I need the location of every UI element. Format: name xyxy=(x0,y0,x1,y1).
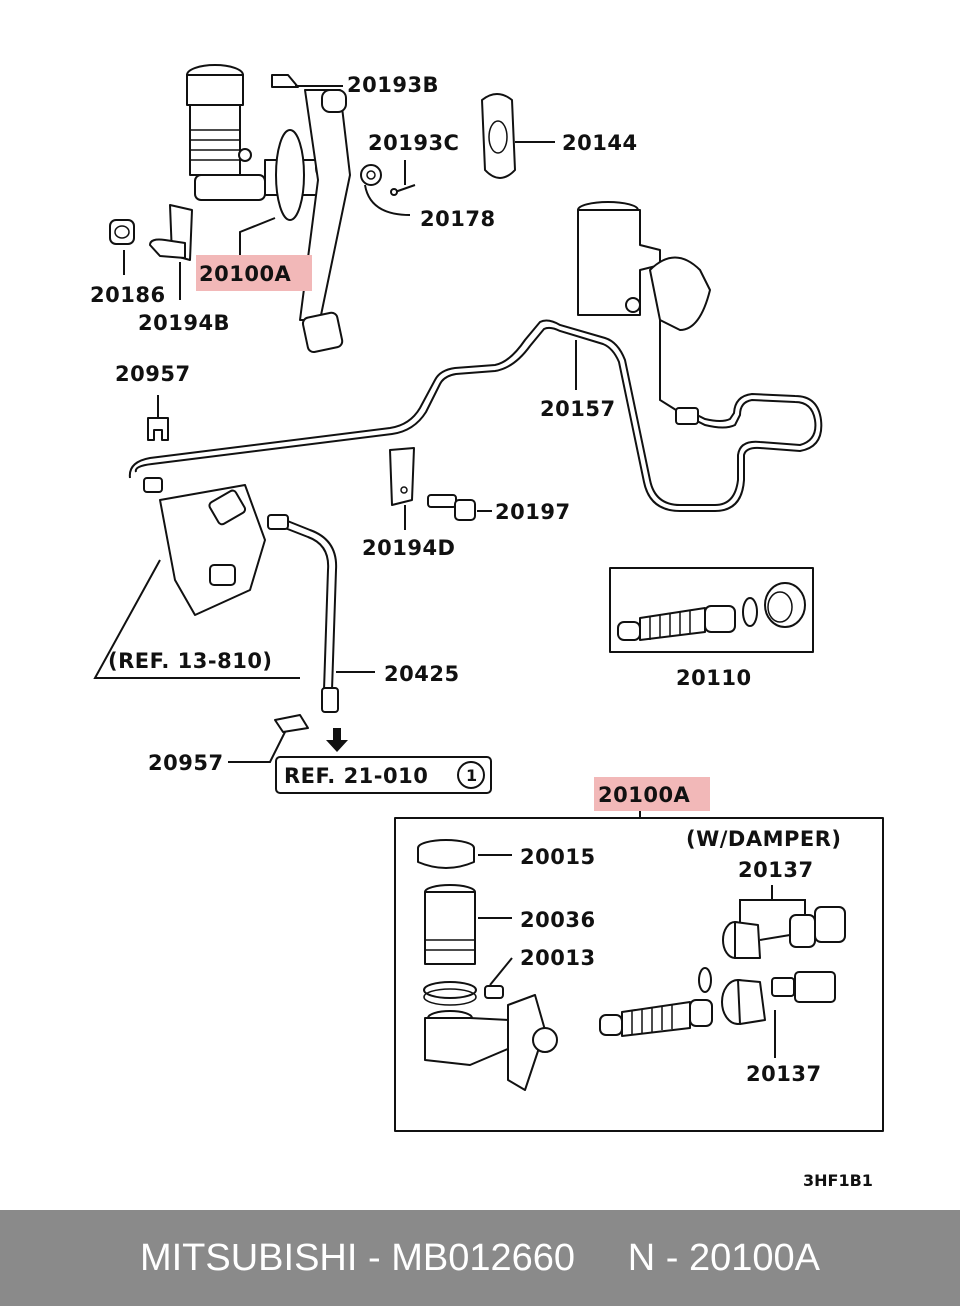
parts-diagram: 20193B 20193C 20144 20178 20100A 20186 2… xyxy=(90,64,884,1190)
highlight-20100A-top xyxy=(196,255,312,291)
label-20015: 20015 xyxy=(520,845,596,869)
highlight-20100A-kit xyxy=(594,777,710,811)
repair-kit-20110-drawing xyxy=(609,567,814,653)
label-20957-bottom: 20957 xyxy=(148,751,224,775)
label-20193C: 20193C xyxy=(368,131,459,155)
label-ref-13-810: (REF. 13-810) xyxy=(108,649,273,673)
label-20137-bottom: 20137 xyxy=(746,1062,822,1086)
label-diagram-code: 3HF1B1 xyxy=(803,1171,873,1190)
gasket-20144-drawing xyxy=(481,93,555,179)
label-20144: 20144 xyxy=(562,131,638,155)
bracket-20194D-drawing xyxy=(389,447,492,530)
label-20193B: 20193B xyxy=(347,73,439,97)
label-ref-circle-number: 1 xyxy=(466,766,477,785)
label-20013: 20013 xyxy=(520,946,596,970)
label-ref-21-010: REF. 21-010 xyxy=(284,764,428,788)
footer-part-number: MITSUBISHI - MB012660 N - 20100A xyxy=(139,1236,821,1279)
reservoir-drawing xyxy=(577,201,711,331)
label-20110: 20110 xyxy=(676,666,752,690)
label-20178: 20178 xyxy=(420,207,496,231)
label-20186: 20186 xyxy=(90,283,166,307)
label-20194D: 20194D xyxy=(362,536,456,560)
label-20036: 20036 xyxy=(520,908,596,932)
hose-20425-drawing xyxy=(267,514,375,713)
bracket-ref13-drawing xyxy=(93,484,300,679)
label-20100A-kit: 20100A xyxy=(598,783,691,807)
kit-box-drawing xyxy=(394,811,884,1132)
label-20194B: 20194B xyxy=(138,311,230,335)
label-20957-top: 20957 xyxy=(115,362,191,386)
ref21-arrow-drawing xyxy=(275,728,492,794)
label-20137-top: 20137 xyxy=(738,858,814,882)
label-20197: 20197 xyxy=(495,500,571,524)
clip-20957-bottom-drawing xyxy=(228,714,309,763)
footer-bar: MITSUBISHI - MB012660 N - 20100A xyxy=(0,1210,960,1306)
small-parts-drawing xyxy=(109,160,416,300)
pipe-20157-drawing xyxy=(128,319,823,512)
clip-20957-top-drawing xyxy=(147,395,169,441)
label-w-damper: (W/DAMPER) xyxy=(686,827,842,851)
label-20425: 20425 xyxy=(384,662,460,686)
label-20100A-top: 20100A xyxy=(199,262,292,286)
clutch-pedal-drawing xyxy=(271,74,351,354)
label-20157: 20157 xyxy=(540,397,616,421)
